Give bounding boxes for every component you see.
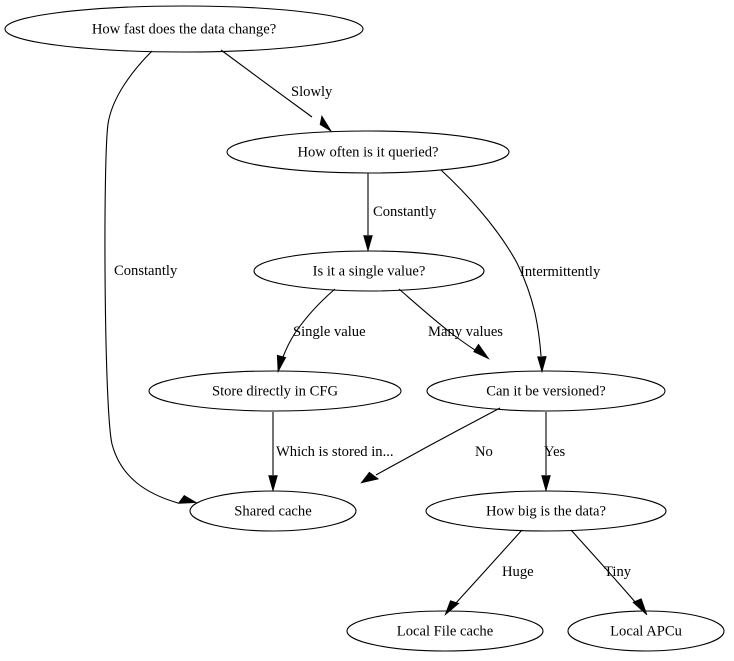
arrowhead-icon	[473, 343, 490, 360]
arrowhead-icon	[276, 354, 287, 374]
node-is-it-a-single-value[interactable]: Is it a single value?	[253, 250, 485, 292]
node-label: How big is the data?	[486, 503, 606, 519]
arrowhead-icon	[319, 114, 332, 132]
edge-label-constantly-left: Constantly	[114, 263, 178, 279]
edge-label-which-is-stored-in: Which is stored in...	[276, 444, 394, 460]
node-label: Shared cache	[234, 503, 311, 519]
edge-versioned-to-bigdata[interactable]: Yes	[541, 412, 566, 493]
node-store-directly-in-cfg[interactable]: Store directly in CFG	[148, 370, 402, 412]
node-shape	[4, 5, 364, 53]
node-label: Local APCu	[610, 623, 682, 639]
node-label: Can it be versioned?	[486, 383, 606, 399]
node-shape	[425, 490, 667, 532]
node-shape	[426, 370, 666, 412]
edge-single-to-cfg[interactable]: Single value	[276, 288, 366, 374]
edge-bigdata-to-apcu[interactable]: Tiny	[570, 529, 648, 616]
edge-label-no: No	[475, 444, 493, 460]
edge-label-many-values: Many values	[428, 324, 503, 340]
arrowhead-icon	[632, 598, 648, 616]
node-how-big-is-the-data[interactable]: How big is the data?	[425, 490, 667, 532]
node-shape	[148, 370, 402, 412]
edge-path	[398, 288, 476, 351]
node-shape	[253, 250, 485, 292]
node-shape	[567, 610, 725, 652]
edge-label-slowly: Slowly	[291, 84, 333, 100]
edge-versioned-to-shared[interactable]: No	[360, 407, 501, 484]
edge-label-intermittently: Intermittently	[520, 264, 601, 280]
edge-speed-to-shared[interactable]: Constantly	[104, 50, 198, 504]
arrowhead-icon	[360, 471, 380, 484]
node-shape	[346, 610, 544, 652]
edge-path	[440, 169, 542, 357]
edge-path	[104, 50, 179, 504]
edge-cfg-to-shared[interactable]: Which is stored in...	[268, 412, 394, 493]
node-how-often-is-it-queried[interactable]: How often is it queried?	[226, 130, 510, 174]
edge-path	[570, 529, 637, 604]
node-shape	[226, 130, 510, 174]
arrowhead-icon	[541, 475, 551, 493]
edge-single-to-versioned[interactable]: Many values	[398, 288, 503, 360]
edge-label-tiny: Tiny	[604, 564, 632, 580]
arrowhead-icon	[444, 600, 460, 616]
edge-label-single-value: Single value	[293, 324, 366, 340]
node-local-file-cache[interactable]: Local File cache	[346, 610, 544, 652]
edge-queried-to-versioned[interactable]: Intermittently	[440, 169, 601, 374]
node-label: How fast does the data change?	[92, 21, 276, 37]
node-how-fast-does-the-data-change[interactable]: How fast does the data change?	[4, 5, 364, 53]
node-label: Local File cache	[397, 623, 493, 639]
arrowhead-icon	[268, 475, 278, 493]
arrowhead-icon	[537, 356, 547, 374]
node-shared-cache[interactable]: Shared cache	[189, 490, 357, 532]
edge-path	[220, 49, 313, 118]
edge-bigdata-to-filecache[interactable]: Huge	[444, 529, 534, 616]
edge-path	[375, 407, 501, 476]
edges-layer: Constantly Slowly Constantly Intermitten…	[104, 49, 648, 616]
edge-path	[282, 288, 336, 358]
node-local-apcu[interactable]: Local APCu	[567, 610, 725, 652]
edge-label-huge: Huge	[502, 564, 534, 580]
nodes-layer: How fast does the data change? How often…	[4, 5, 725, 652]
node-shape	[189, 490, 357, 532]
node-label: Is it a single value?	[313, 263, 426, 279]
node-label: How often is it queried?	[297, 144, 438, 160]
arrowhead-icon	[363, 235, 373, 253]
edge-speed-to-queried[interactable]: Slowly	[220, 49, 333, 132]
node-label: Store directly in CFG	[212, 383, 339, 399]
edge-label-yes: Yes	[544, 444, 566, 460]
edge-queried-to-single[interactable]: Constantly	[363, 173, 437, 253]
node-can-it-be-versioned[interactable]: Can it be versioned?	[426, 370, 666, 412]
edge-label-constantly-mid: Constantly	[373, 204, 437, 220]
edge-path	[455, 529, 523, 604]
arrowhead-icon	[177, 495, 198, 504]
